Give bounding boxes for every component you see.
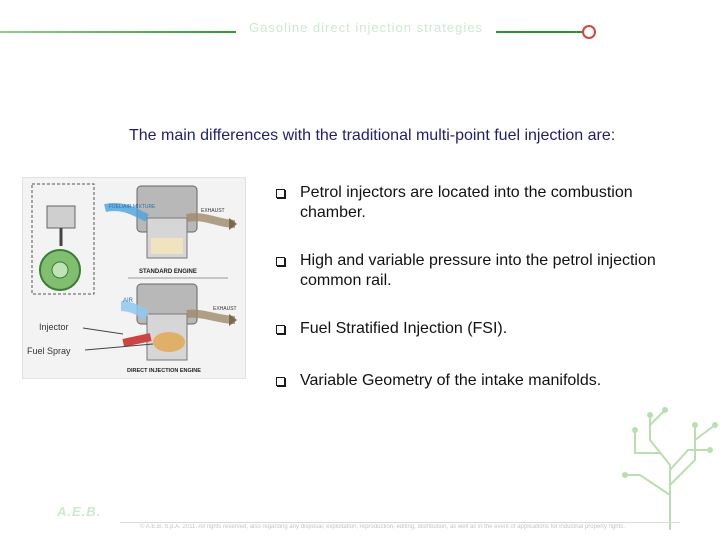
footer-copyright: © A.E.B. S.p.A. 2011. All rights reserve… bbox=[140, 524, 625, 530]
list-item-text: Variable Geometry of the intake manifold… bbox=[300, 372, 602, 389]
square-bullet-icon bbox=[276, 325, 285, 334]
air-flow-icon bbox=[120, 301, 150, 321]
injector-leader-line bbox=[82, 327, 124, 335]
intake-flow-top-icon bbox=[104, 203, 149, 222]
injector-icon bbox=[122, 333, 152, 347]
square-bullet-icon bbox=[276, 377, 285, 386]
label-direct-injection-engine: DIRECT INJECTION ENGINE bbox=[127, 368, 201, 374]
exhaust-arrow-bottom-icon bbox=[229, 314, 237, 326]
footer-rule bbox=[120, 522, 680, 523]
header-circle-icon bbox=[582, 25, 596, 39]
intro-text: The main differences with the traditiona… bbox=[129, 127, 616, 144]
crank-hub-icon bbox=[51, 261, 69, 279]
mixture-chamber-icon bbox=[151, 238, 183, 254]
header-title: Gasoline direct injection strategies bbox=[236, 20, 496, 36]
label-fuel-spray: Fuel Spray bbox=[27, 346, 71, 356]
fuel-spray-leader-line bbox=[84, 343, 154, 351]
label-standard-engine: STANDARD ENGINE bbox=[139, 269, 197, 275]
list-item-text: Petrol injectors are located into the co… bbox=[300, 184, 633, 221]
engine-comparison-figure: FUEL/AIR MIXTURE EXHAUST STANDARD ENGINE… bbox=[22, 177, 246, 379]
label-exhaust-top: EXHAUST bbox=[201, 208, 225, 214]
circuit-tree-icon bbox=[622, 407, 718, 530]
square-bullet-icon bbox=[276, 257, 285, 266]
list-item-text: Fuel Stratified Injection (FSI). bbox=[300, 320, 508, 337]
exhaust-arrow-top-icon bbox=[229, 218, 237, 230]
engine-diagram: FUEL/AIR MIXTURE EXHAUST STANDARD ENGINE… bbox=[27, 183, 237, 374]
footer-logo: A.E.B. bbox=[57, 504, 102, 519]
label-air: AIR bbox=[123, 298, 134, 304]
piston-box bbox=[31, 183, 95, 295]
list-item-text: High and variable pressure into the petr… bbox=[300, 252, 656, 289]
fuel-spray-cloud-icon bbox=[153, 332, 185, 352]
square-bullet-icon bbox=[276, 189, 285, 198]
label-fuel-air-mixture: FUEL/AIR MIXTURE bbox=[109, 204, 156, 210]
label-injector: Injector bbox=[39, 322, 69, 332]
piston-icon bbox=[46, 205, 76, 229]
label-exhaust-bottom: EXHAUST bbox=[213, 306, 237, 312]
